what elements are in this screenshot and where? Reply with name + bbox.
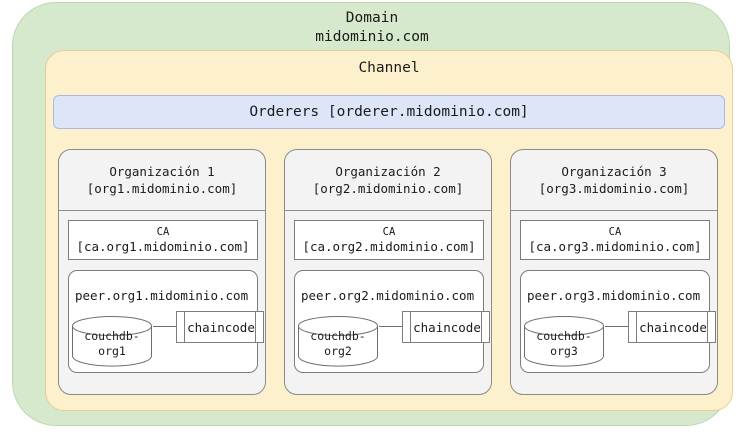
peer-node[interactable]: peer.org3.midominio.com couchdb- org3 <box>520 270 716 373</box>
chaincode-left-bar <box>410 312 411 342</box>
organizations-row: Organización 1 [org1.midominio.com] CA [… <box>58 149 720 395</box>
organization-title: Organización 1 <box>109 164 215 179</box>
ca-host: [ca.org2.midominio.com] <box>302 239 476 254</box>
peer-chaincode-connector <box>379 326 403 327</box>
domain-container: Domain midominio.com Channel Orderers [o… <box>12 2 733 426</box>
peer-chaincode-connector <box>153 326 177 327</box>
organization-host: [org2.midominio.com] <box>312 181 464 196</box>
organization-panel[interactable]: Organización 3 [org3.midominio.com] CA [… <box>510 149 718 395</box>
organization-panel[interactable]: Organización 2 [org2.midominio.com] CA [… <box>284 149 492 395</box>
channel-title: Channel <box>358 60 420 76</box>
ca-label: CA <box>608 226 622 238</box>
ca-node[interactable]: CA [ca.org1.midominio.com] <box>68 220 258 260</box>
chaincode-right-bar <box>707 312 708 342</box>
chaincode-right-bar <box>255 312 256 342</box>
chaincode-label: chaincode <box>639 319 707 335</box>
database-icon <box>298 316 378 367</box>
chaincode-right-bar <box>481 312 482 342</box>
ca-host: [ca.org3.midominio.com] <box>528 239 702 254</box>
peer-label: peer.org3.midominio.com <box>527 288 701 303</box>
chaincode-left-bar <box>636 312 637 342</box>
chaincode-component[interactable]: chaincode <box>402 311 490 343</box>
peer-node[interactable]: peer.org1.midominio.com couchdb- org1 <box>68 270 264 373</box>
organization-host: [org3.midominio.com] <box>538 181 690 196</box>
organization-title: Organización 3 <box>561 164 667 179</box>
ca-label: CA <box>382 226 396 238</box>
organization-header: Organización 1 [org1.midominio.com] <box>59 150 265 211</box>
organization-header: Organización 2 [org2.midominio.com] <box>285 150 491 211</box>
organization-panel[interactable]: Organización 1 [org1.midominio.com] CA [… <box>58 149 266 395</box>
peer-node[interactable]: peer.org2.midominio.com couchdb- org2 <box>294 270 490 373</box>
domain-title-label: Domain <box>345 10 399 26</box>
couchdb-cylinder[interactable]: couchdb- org1 <box>71 315 153 367</box>
organization-host: [org1.midominio.com] <box>86 181 238 196</box>
chaincode-label: chaincode <box>187 319 255 335</box>
peer-chaincode-connector <box>605 326 629 327</box>
chaincode-left-bar <box>184 312 185 342</box>
domain-title: Domain midominio.com <box>13 9 731 47</box>
ca-label: CA <box>156 226 170 238</box>
organization-header: Organización 3 [org3.midominio.com] <box>511 150 717 211</box>
peer-label: peer.org1.midominio.com <box>75 288 249 303</box>
chaincode-component[interactable]: chaincode <box>176 311 264 343</box>
ca-host: [ca.org1.midominio.com] <box>76 239 250 254</box>
database-icon <box>524 316 604 367</box>
couchdb-cylinder[interactable]: couchdb- org2 <box>297 315 379 367</box>
ca-node[interactable]: CA [ca.org3.midominio.com] <box>520 220 710 260</box>
domain-name-label: midominio.com <box>315 29 429 45</box>
couchdb-cylinder[interactable]: couchdb- org3 <box>523 315 605 367</box>
orderers-label: Orderers [orderer.midominio.com] <box>249 104 529 120</box>
organization-title: Organización 2 <box>335 164 441 179</box>
chaincode-component[interactable]: chaincode <box>628 311 716 343</box>
orderers-node[interactable]: Orderers [orderer.midominio.com] <box>53 95 725 129</box>
ca-node[interactable]: CA [ca.org2.midominio.com] <box>294 220 484 260</box>
peer-label: peer.org2.midominio.com <box>301 288 475 303</box>
chaincode-label: chaincode <box>413 319 481 335</box>
database-icon <box>72 316 152 367</box>
